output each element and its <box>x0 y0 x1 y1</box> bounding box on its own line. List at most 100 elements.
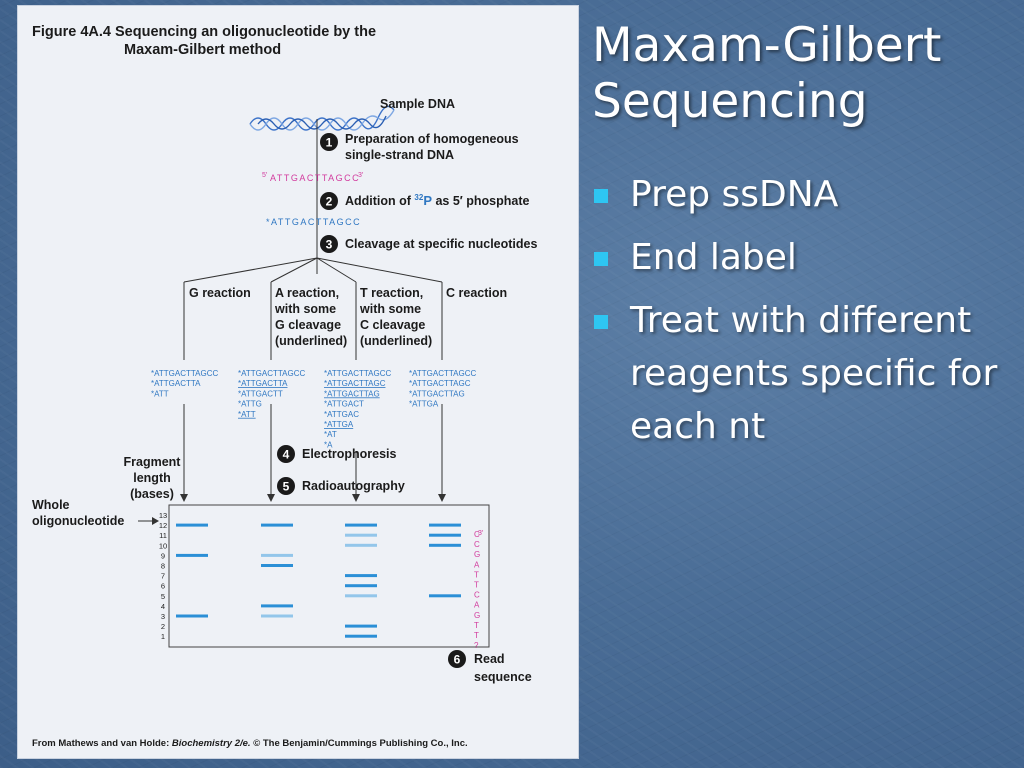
fragment-text: *ATTGACTTAGCC <box>324 369 391 378</box>
fragment-text: *ATT <box>151 389 169 398</box>
read-sequence-letter: A <box>474 601 480 610</box>
gel-band <box>429 533 461 537</box>
gel-axis-number: 4 <box>161 602 165 611</box>
gel-band <box>345 624 377 628</box>
gel-band <box>345 543 377 547</box>
svg-text:with some: with some <box>274 302 336 316</box>
sample-dna-label: Sample DNA <box>380 97 455 111</box>
gel-axis-number: 13 <box>159 511 167 520</box>
figure-caption-line1: Figure 4A.4 Sequencing an oligonucleotid… <box>32 24 376 40</box>
svg-text:(underlined): (underlined) <box>360 334 432 348</box>
gel-band <box>429 594 461 598</box>
fragment-text: *ATTGA <box>409 400 439 409</box>
svg-text:A reaction,: A reaction, <box>275 286 339 300</box>
step-5-number: 5 <box>283 480 290 494</box>
fragment-text: *A <box>324 440 333 449</box>
gel-band <box>345 594 377 598</box>
svg-text:length: length <box>133 471 171 485</box>
gel-band <box>345 574 377 578</box>
step-3-text: Cleavage at specific nucleotides <box>345 237 537 251</box>
step-3-marker-icon <box>320 235 338 253</box>
gel-band <box>261 614 293 618</box>
gel-axis-number: 9 <box>161 551 165 560</box>
read-sequence-letter: T <box>474 631 479 640</box>
reaction-a-label: A reaction, with some G cleavage (underl… <box>274 286 347 348</box>
gel-band <box>261 564 293 567</box>
gel-band <box>345 533 377 537</box>
svg-text:with some: with some <box>359 302 421 316</box>
reaction-t-label: T reaction, with some C cleavage (underl… <box>359 286 432 348</box>
gel-axis-number: 5 <box>161 592 165 601</box>
read-3prime-label: 3′ <box>478 530 484 537</box>
fragment-text: *ATTGACTTAG <box>409 389 465 398</box>
bullet-square-icon <box>594 189 608 203</box>
seq-5prime-label: 5′ <box>262 172 268 179</box>
gel-band <box>261 523 293 527</box>
gel-axis-number: 3 <box>161 612 165 621</box>
gel-band <box>345 523 377 527</box>
reaction-c-label: C reaction <box>446 286 507 300</box>
step-4-marker-icon <box>277 445 295 463</box>
gel-band <box>429 543 461 547</box>
svg-text:(underlined): (underlined) <box>275 334 347 348</box>
read-sequence-letter: ? <box>474 641 479 650</box>
figure-panel: Figure 4A.4 Sequencing an oligonucleotid… <box>17 5 579 759</box>
pink-sequence: ATTGACTTAGCC <box>270 173 360 183</box>
step-4-number: 4 <box>283 448 290 462</box>
fragments-g: *ATTGACTTAGCC*ATTGACTTA*ATT <box>151 369 218 398</box>
fragment-text: *ATTGACTTAGCC <box>238 369 305 378</box>
step-1: 1 Preparation of homogeneous single-stra… <box>320 132 519 162</box>
figure-caption-line2: Maxam-Gilbert method <box>124 42 281 58</box>
step-3: 3 Cleavage at specific nucleotides <box>320 235 537 253</box>
fragment-text: *ATTGACTTA <box>238 379 288 388</box>
gel-band <box>345 634 377 638</box>
gel-band <box>176 523 208 527</box>
fragment-text: *ATTGA <box>324 420 354 429</box>
step-4: 4 Electrophoresis <box>277 445 397 463</box>
step-5: 5 Radioautography <box>277 477 405 495</box>
svg-text:C cleavage: C cleavage <box>360 318 425 332</box>
step-2: 2 Addition of 32P as 5′ phosphate <box>320 192 530 210</box>
slide-title-line2: Sequencing <box>592 74 868 129</box>
gel-band <box>345 584 377 588</box>
step-5-text: Radioautography <box>302 479 405 493</box>
figure-diagram: Figure 4A.4 Sequencing an oligonucleotid… <box>32 24 537 749</box>
svg-text:(bases): (bases) <box>130 487 174 501</box>
step-3-number: 3 <box>326 238 333 252</box>
fragment-text: *ATTG <box>238 400 262 409</box>
read-sequence-letter: G <box>474 550 480 559</box>
step-1-text-line1: Preparation of homogeneous <box>345 132 519 146</box>
read-sequence-letter: G <box>474 611 480 620</box>
fragment-text: *ATTGAC <box>324 410 359 419</box>
fragment-text: *ATT <box>238 410 256 419</box>
read-sequence-letter: T <box>474 621 479 630</box>
bullet-item: Treat with different reagents specific f… <box>594 294 1019 453</box>
gel-axis-number: 1 <box>161 632 165 641</box>
branch-lines <box>183 257 443 360</box>
step-1-marker-icon <box>320 133 338 151</box>
gel-box <box>168 504 490 648</box>
step-6-text-line2: sequence <box>474 670 532 684</box>
fragment-text: *ATTGACTTAG <box>324 389 380 398</box>
step-6: 6 Read sequence <box>448 650 532 684</box>
bullet-square-icon <box>594 252 608 266</box>
gel-axis-number: 11 <box>159 531 167 540</box>
step-6-marker-icon <box>448 650 466 668</box>
step-2-text: Addition of 32P as 5′ phosphate <box>345 193 530 208</box>
step-1-number: 1 <box>326 136 333 150</box>
read-sequence-letter: T <box>474 570 479 579</box>
fragment-text: *AT <box>324 430 337 439</box>
fragment-length-label: Fragment length (bases) <box>124 455 182 501</box>
gel-band <box>176 614 208 618</box>
svg-text:oligonucleotide: oligonucleotide <box>32 514 124 528</box>
bullet-text: End label <box>630 237 797 278</box>
figure-credit: From Mathews and van Holde: Biochemistry… <box>32 738 468 749</box>
gel-axis-number: 2 <box>161 622 165 631</box>
fragment-text: *ATTGACTTAGC <box>409 379 471 388</box>
fragment-text: *ATTGACTTAGCC <box>409 369 476 378</box>
gel-axis-number: 12 <box>159 521 167 530</box>
bullet-square-icon <box>594 315 608 329</box>
fragments-a: *ATTGACTTAGCC*ATTGACTTA*ATTGACTT*ATTG*AT… <box>238 369 305 419</box>
step-6-number: 6 <box>454 653 461 667</box>
